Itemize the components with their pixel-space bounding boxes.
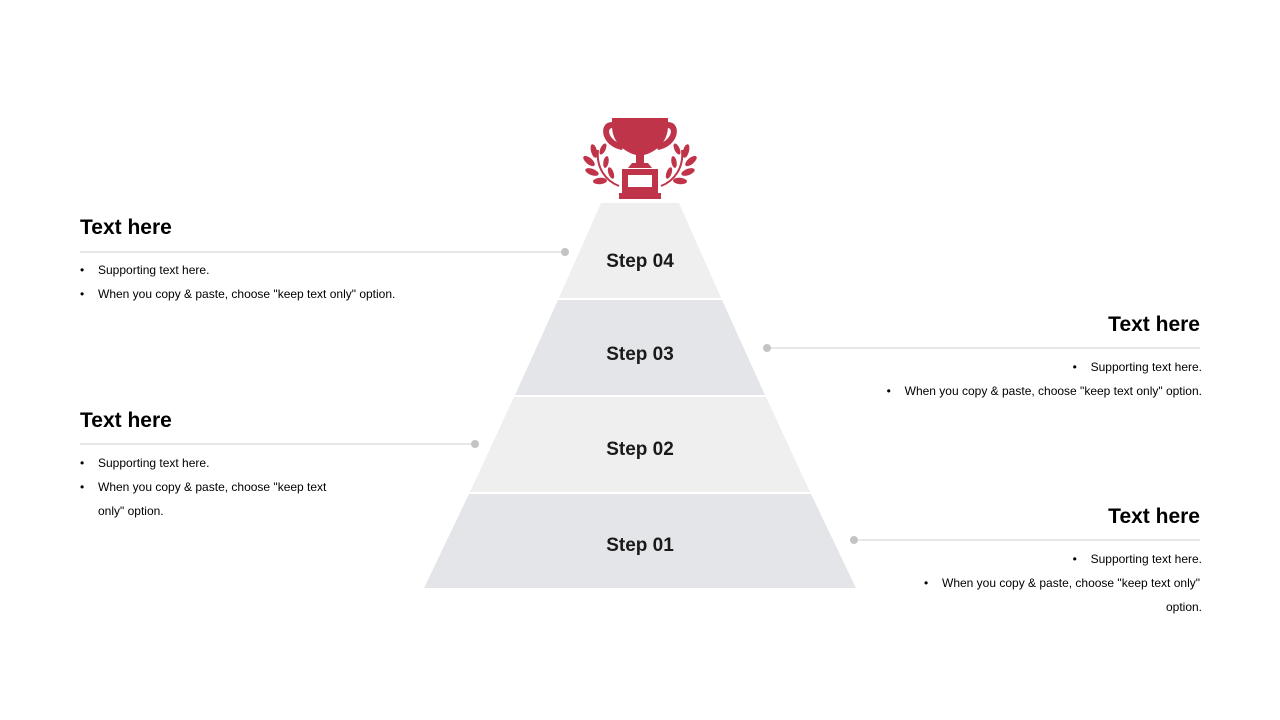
step-label: Step 01 xyxy=(606,535,674,556)
callout-bullet: •Supporting text here. xyxy=(1072,552,1202,566)
callout-bullet-line: option. xyxy=(1165,600,1202,614)
callout-bullet-text: Supporting text here. xyxy=(1090,552,1202,566)
callout-bullet-text: When you copy & paste, choose "keep text… xyxy=(904,384,1202,398)
trophy-with-laurels-icon xyxy=(583,118,697,199)
pyramid-tier-step-02 xyxy=(470,397,810,492)
callout-bullet: Supporting text here. xyxy=(80,258,560,282)
callout-title: Text here xyxy=(80,409,172,432)
callout-step-01: Text here •Supporting text here. •When y… xyxy=(880,505,1202,619)
step-label: Step 03 xyxy=(606,344,674,365)
callout-title: Text here xyxy=(1108,505,1200,528)
callout-bullet-line: When you copy & paste, choose "keep text… xyxy=(942,576,1200,590)
callout-title: Text here xyxy=(1108,313,1200,336)
callout-bullet: Supporting text here. xyxy=(80,451,380,475)
connector-dot-step-04 xyxy=(561,248,569,256)
callout-step-02: Text here Supporting text here. When you… xyxy=(80,409,380,523)
connectors xyxy=(80,248,1200,544)
callout-title: Text here xyxy=(80,216,172,239)
callout-bullet: When you copy & paste, choose "keep text… xyxy=(80,282,560,306)
callout-step-04: Text here Supporting text here. When you… xyxy=(80,216,560,306)
connector-dot-step-02 xyxy=(471,440,479,448)
step-label: Step 04 xyxy=(606,251,674,272)
callout-bullets: Supporting text here. When you copy & pa… xyxy=(80,258,560,306)
callout-bullets: Supporting text here. When you copy & pa… xyxy=(80,451,380,523)
callout-bullet-line: When you copy & paste, choose "keep text xyxy=(98,480,327,494)
callout-bullet-line: only" option. xyxy=(98,504,164,518)
callout-bullet: •Supporting text here. xyxy=(1072,360,1202,374)
pyramid-tier-step-01 xyxy=(424,494,856,588)
callout-bullets: •Supporting text here. •When you copy & … xyxy=(880,547,1202,619)
step-label: Step 02 xyxy=(606,439,674,460)
callout-bullet: •When you copy & paste, choose "keep tex… xyxy=(880,571,1202,619)
pyramid-tier-step-04 xyxy=(559,203,721,298)
callout-bullet: •When you copy & paste, choose "keep tex… xyxy=(886,384,1202,398)
callout-bullet-text: Supporting text here. xyxy=(1090,360,1202,374)
callout-bullets: •Supporting text here. •When you copy & … xyxy=(800,355,1202,403)
callout-step-03: Text here •Supporting text here. •When y… xyxy=(800,313,1202,403)
connector-dot-step-01 xyxy=(850,536,858,544)
callout-bullet: When you copy & paste, choose "keep text… xyxy=(80,475,380,523)
pyramid-tier-step-03 xyxy=(515,300,765,395)
connector-dot-step-03 xyxy=(763,344,771,352)
